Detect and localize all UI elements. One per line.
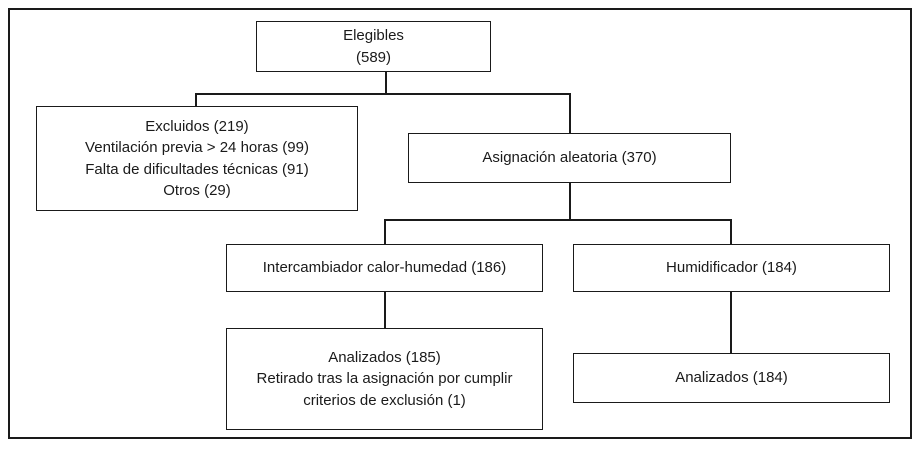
node-text-line: Asignación aleatoria (370): [482, 149, 657, 167]
node-intercambiador-calor-humedad: Intercambiador calor-humedad (186): [226, 244, 543, 292]
connector-to-asignacion: [569, 93, 571, 134]
node-elegibles: Elegibles (589): [256, 21, 491, 72]
connector-to-analizados-humidificador: [730, 291, 732, 354]
node-text-line: Ventilación previa > 24 horas (99): [85, 139, 309, 156]
connector-to-humidificador: [730, 219, 732, 245]
node-text-line: Otros (29): [163, 182, 231, 199]
node-text-line: Excluidos (219): [145, 117, 249, 135]
connector-to-intercambiador: [384, 219, 386, 245]
node-humidificador: Humidificador (184): [573, 244, 890, 292]
node-text-line: Analizados (185): [328, 348, 441, 366]
connector-to-analizados-intercambiador: [384, 291, 386, 329]
node-excluidos: Excluidos (219) Ventilación previa > 24 …: [36, 106, 358, 211]
figure-border: [8, 8, 912, 439]
connector-asignacion-down: [569, 182, 571, 221]
connector-to-excluidos: [195, 93, 197, 107]
node-asignacion-aleatoria: Asignación aleatoria (370): [408, 133, 731, 183]
connector-split-mid-horizontal: [384, 219, 732, 221]
node-analizados-humidificador: Analizados (184): [573, 353, 890, 403]
node-text-line: Intercambiador calor-humedad (186): [262, 259, 507, 277]
node-text-line: criterios de exclusión (1): [303, 391, 466, 409]
node-text-line: Falta de dificultades técnicas (91): [85, 160, 309, 178]
connector-split-top-horizontal: [195, 93, 571, 95]
node-analizados-intercambiador: Analizados (185) Retirado tras la asigna…: [226, 328, 543, 430]
node-text-line: Retirado tras la asignación por cumplir: [256, 370, 513, 388]
node-text-line: (589): [355, 48, 392, 66]
connector-elegibles-down: [385, 71, 387, 94]
node-text-line: Analizados (184): [675, 369, 788, 387]
node-text-line: Humidificador (184): [666, 259, 797, 277]
node-text-line: Elegibles: [343, 27, 404, 44]
